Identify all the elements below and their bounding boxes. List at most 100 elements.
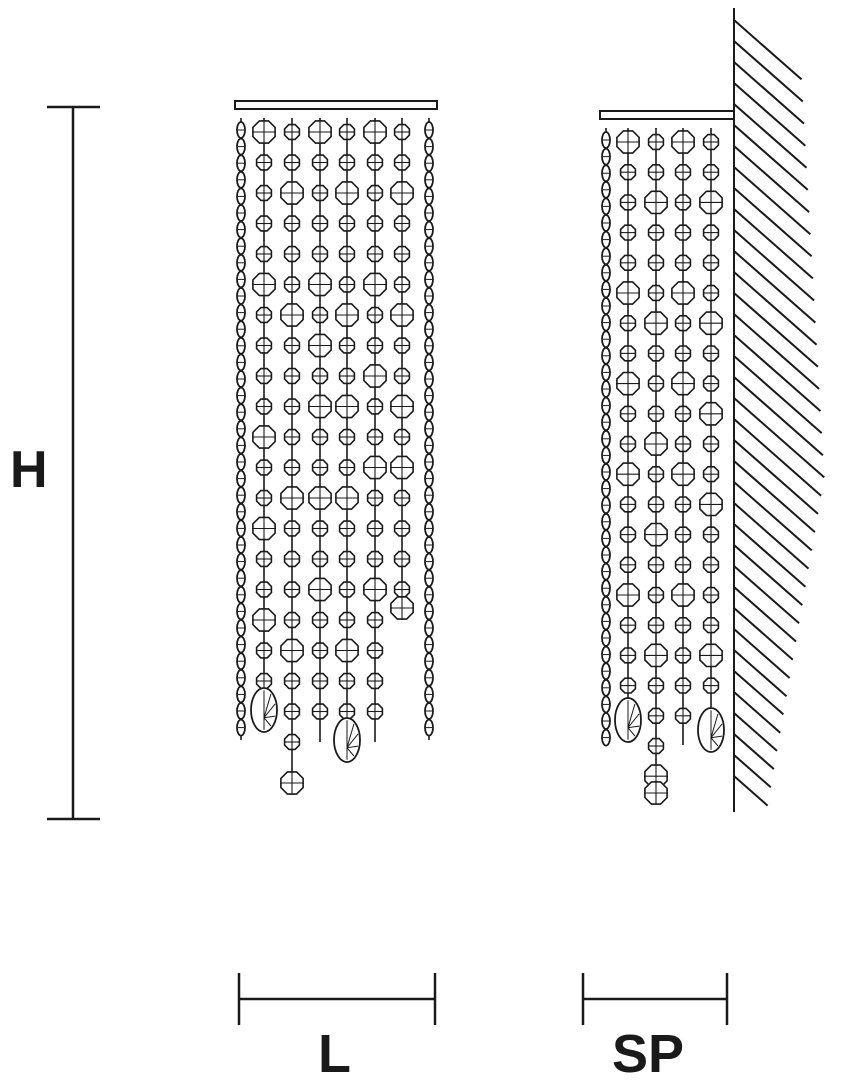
- crystal-bead: [616, 583, 640, 607]
- crystal-bead: [338, 245, 356, 263]
- crystal-bead: [283, 245, 301, 263]
- crystal-bead: [674, 496, 692, 513]
- crystal-bead: [311, 306, 329, 324]
- side-bead: [236, 536, 246, 554]
- crystal-strand: [333, 118, 361, 763]
- hatch-line: [733, 250, 817, 324]
- side-bead: [236, 386, 246, 405]
- side-bead: [424, 619, 434, 637]
- crystal-bead: [671, 583, 695, 607]
- crystal-bead: [644, 522, 668, 547]
- crystal-bead: [619, 435, 637, 453]
- side-bead: [236, 685, 246, 704]
- crystal-bead: [335, 486, 359, 510]
- side-bead: [424, 502, 434, 521]
- side-bead: [424, 187, 434, 206]
- crystal-bead: [308, 486, 332, 510]
- side-bead: [236, 419, 246, 438]
- side-bead: [424, 204, 434, 222]
- side-bead: [424, 370, 434, 388]
- hatch-line: [733, 481, 813, 552]
- crystal-bead: [644, 643, 668, 668]
- crystal-bead: [308, 577, 332, 602]
- crystal-bead: [702, 677, 720, 694]
- side-bead: [424, 718, 434, 737]
- wall-hatching: [733, 8, 825, 812]
- crystal-bead: [311, 611, 329, 629]
- crystal-bead: [255, 215, 273, 232]
- crystal-bead: [338, 550, 356, 568]
- crystal-bead: [283, 398, 301, 415]
- height-label: H: [10, 441, 48, 499]
- hatch-line: [733, 40, 804, 103]
- hatch-line: [733, 586, 797, 643]
- hatch-line: [733, 187, 813, 258]
- hatch-line: [733, 166, 811, 235]
- crystal-bead: [702, 254, 720, 272]
- crystal-bead: [647, 224, 665, 241]
- side-bead: [601, 280, 611, 299]
- crystal-bead: [393, 245, 411, 263]
- teardrop-pendant: [697, 707, 725, 753]
- crystal-bead: [644, 190, 668, 215]
- height-dimension: [47, 105, 100, 821]
- crystal-bead: [363, 455, 387, 480]
- crystal-bead: [311, 184, 329, 202]
- side-bead: [601, 429, 611, 448]
- side-bead: [601, 662, 611, 681]
- hatch-line: [733, 19, 803, 81]
- side-bead: [601, 363, 611, 382]
- crystal-bead: [702, 586, 720, 604]
- hatch-line: [733, 523, 807, 588]
- crystal-bead: [671, 281, 695, 305]
- hatch-line: [733, 145, 810, 213]
- side-bead: [236, 519, 246, 538]
- crystal-bead: [619, 616, 637, 634]
- length-dimension: [237, 973, 437, 1025]
- crystal-bead: [619, 556, 637, 574]
- hatch-line: [733, 61, 805, 125]
- hatch-line: [733, 124, 809, 191]
- crystal-bead: [393, 489, 411, 507]
- side-bead: [601, 529, 611, 548]
- hatch-line: [733, 691, 781, 734]
- side-bead: [236, 436, 246, 455]
- crystal-bead: [338, 154, 356, 171]
- crystal-bead: [674, 616, 692, 634]
- crystal-bead: [390, 303, 414, 327]
- side-bead: [236, 220, 246, 239]
- crystal-bead: [671, 130, 695, 154]
- crystal-bead: [366, 215, 384, 232]
- side-bead: [601, 645, 611, 664]
- crystal-bead: [702, 616, 720, 634]
- crystal-bead: [252, 516, 276, 541]
- side-bead: [236, 137, 246, 156]
- side-bead: [424, 137, 434, 156]
- side-bead: [601, 263, 611, 282]
- hatch-line: [733, 775, 769, 807]
- side-bead: [424, 253, 434, 272]
- crystal-bead: [671, 371, 695, 396]
- crystal-bead: [702, 465, 720, 483]
- crystal-bead: [308, 394, 332, 419]
- crystal-bead: [702, 375, 720, 392]
- crystal-bead: [311, 642, 329, 659]
- crystal-bead: [390, 455, 414, 480]
- crystal-bead: [283, 459, 301, 476]
- crystal-bead: [283, 428, 301, 446]
- side-bead: [236, 702, 246, 720]
- crystal-bead: [338, 367, 356, 385]
- crystal-bead: [280, 181, 304, 205]
- crystal-bead: [616, 281, 640, 305]
- crystal-bead: [393, 276, 411, 293]
- crystal-bead: [674, 556, 692, 574]
- side-bead: [424, 569, 434, 588]
- side-bead: [601, 562, 611, 581]
- side-bead: [424, 303, 434, 322]
- crystal-strand: [363, 118, 387, 742]
- crystal-bead: [699, 643, 723, 668]
- crystal-bead: [619, 314, 637, 332]
- crystal-bead: [366, 184, 384, 202]
- crystal-strand: [671, 128, 695, 745]
- side-bead: [236, 552, 246, 571]
